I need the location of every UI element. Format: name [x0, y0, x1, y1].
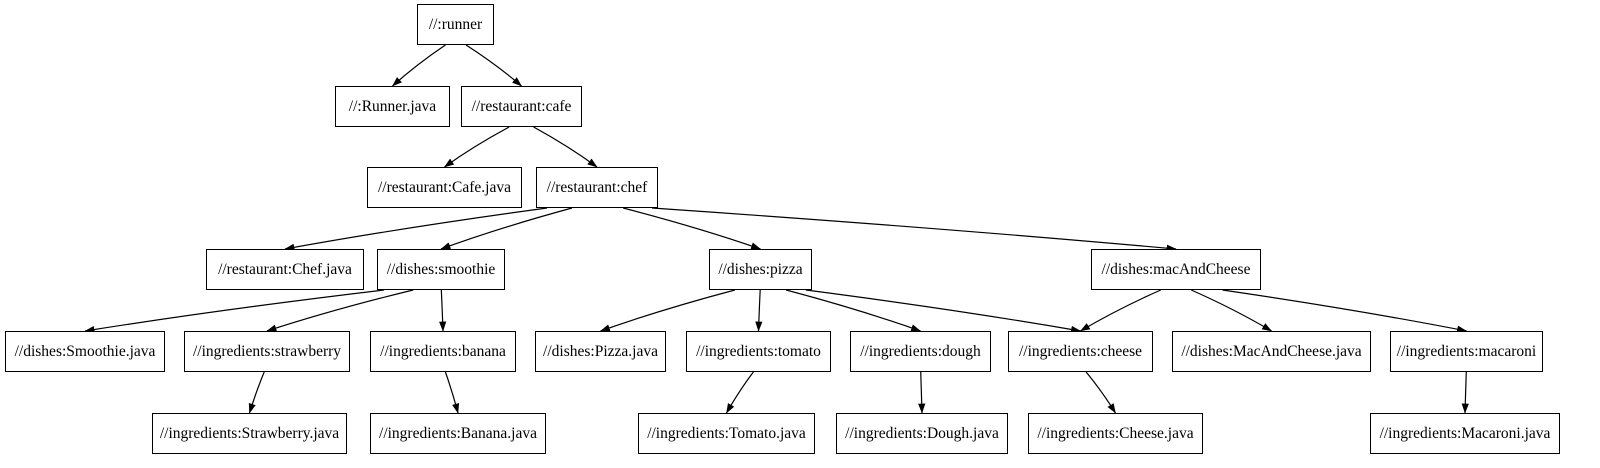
- graph-node-label: //:runner: [428, 15, 483, 33]
- graph-node[interactable]: //ingredients:Cheese.java: [1028, 413, 1203, 454]
- graph-edge: [755, 289, 763, 332]
- graph-node[interactable]: //restaurant:Chef.java: [206, 249, 364, 290]
- graph-node[interactable]: //dishes:smoothie: [377, 249, 505, 290]
- graph-node-label: //ingredients:banana: [380, 342, 506, 360]
- graph-edge: [439, 289, 447, 332]
- graph-node-label: //dishes:pizza: [718, 260, 803, 278]
- graph-node[interactable]: //dishes:macAndCheese: [1091, 249, 1261, 290]
- graph-node[interactable]: //ingredients:dough: [850, 331, 991, 372]
- graph-edge: [1079, 289, 1161, 332]
- graph-node[interactable]: //ingredients:macaroni: [1390, 331, 1543, 372]
- graph-node[interactable]: //dishes:pizza: [709, 249, 812, 290]
- graph-node-label: //ingredients:Tomato.java: [647, 424, 806, 442]
- graph-edge: [1085, 371, 1117, 414]
- graph-node-label: //dishes:Smoothie.java: [14, 342, 156, 360]
- graph-node-label: //ingredients:macaroni: [1396, 342, 1537, 360]
- graph-edge: [533, 126, 598, 168]
- graph-node-label: //:Runner.java: [348, 97, 437, 115]
- graph-node-label: //dishes:smoothie: [386, 260, 496, 278]
- graph-node[interactable]: //:runner: [417, 4, 494, 45]
- graph-node[interactable]: //dishes:MacAndCheese.java: [1172, 331, 1371, 372]
- graph-edge: [805, 289, 1082, 333]
- graph-node-label: //ingredients:Cheese.java: [1037, 424, 1194, 442]
- graph-node-label: //ingredients:Dough.java: [845, 424, 999, 442]
- graph-node-label: //ingredients:strawberry: [192, 342, 342, 360]
- graph-edge: [623, 207, 762, 250]
- graph-node[interactable]: //ingredients:strawberry: [184, 331, 350, 372]
- graph-node[interactable]: //restaurant:cafe: [461, 86, 582, 127]
- graph-node[interactable]: //ingredients:Strawberry.java: [152, 413, 347, 454]
- graph-node-label: //restaurant:Chef.java: [218, 260, 352, 278]
- graph-node[interactable]: //ingredients:cheese: [1008, 331, 1153, 372]
- graph-edge: [785, 289, 922, 332]
- graph-node[interactable]: //:Runner.java: [335, 86, 450, 127]
- graph-edge: [1191, 289, 1273, 332]
- graph-edge: [392, 44, 446, 87]
- graph-node[interactable]: //restaurant:Cafe.java: [367, 167, 522, 208]
- graph-edge: [1222, 289, 1468, 333]
- graph-edge: [84, 289, 385, 334]
- graph-node[interactable]: //ingredients:banana: [370, 331, 516, 372]
- graph-edge: [651, 207, 1177, 252]
- graph-node[interactable]: //ingredients:Banana.java: [370, 413, 546, 454]
- graph-node-label: //ingredients:Strawberry.java: [159, 424, 340, 442]
- graph-node[interactable]: //restaurant:chef: [536, 167, 658, 208]
- graph-node[interactable]: //dishes:Pizza.java: [535, 331, 666, 372]
- graph-edge: [918, 371, 926, 414]
- graph-node-label: //dishes:MacAndCheese.java: [1181, 342, 1362, 360]
- graph-edge: [599, 289, 736, 332]
- graph-node-label: //ingredients:cheese: [1018, 342, 1143, 360]
- graph-node[interactable]: //ingredients:Tomato.java: [638, 413, 815, 454]
- graph-edge: [725, 371, 754, 414]
- graph-node-label: //restaurant:chef: [546, 178, 648, 196]
- graph-node-label: //restaurant:Cafe.java: [378, 178, 511, 196]
- graph-node-label: //dishes:macAndCheese: [1101, 260, 1251, 278]
- graph-edge: [266, 289, 414, 332]
- graph-edge: [1461, 371, 1469, 414]
- graph-edge: [284, 207, 548, 251]
- graph-edge: [465, 44, 522, 87]
- graph-node-label: //dishes:Pizza.java: [543, 342, 658, 360]
- graph-node-label: //ingredients:tomato: [696, 342, 821, 360]
- graph-edge: [444, 126, 510, 168]
- graph-node[interactable]: //ingredients:Macaroni.java: [1370, 413, 1560, 454]
- graph-edge: [440, 207, 573, 250]
- graph-edge: [248, 371, 265, 414]
- graph-node-label: //ingredients:dough: [860, 342, 981, 360]
- graph-node-label: //ingredients:Macaroni.java: [1379, 424, 1551, 442]
- graph-node[interactable]: //ingredients:Dough.java: [836, 413, 1008, 454]
- graph-node[interactable]: //ingredients:tomato: [686, 331, 831, 372]
- graph-edge: [444, 371, 460, 414]
- graph-node[interactable]: //dishes:Smoothie.java: [5, 331, 165, 372]
- graph-node-label: //restaurant:cafe: [471, 97, 572, 115]
- graph-node-label: //ingredients:Banana.java: [379, 424, 537, 442]
